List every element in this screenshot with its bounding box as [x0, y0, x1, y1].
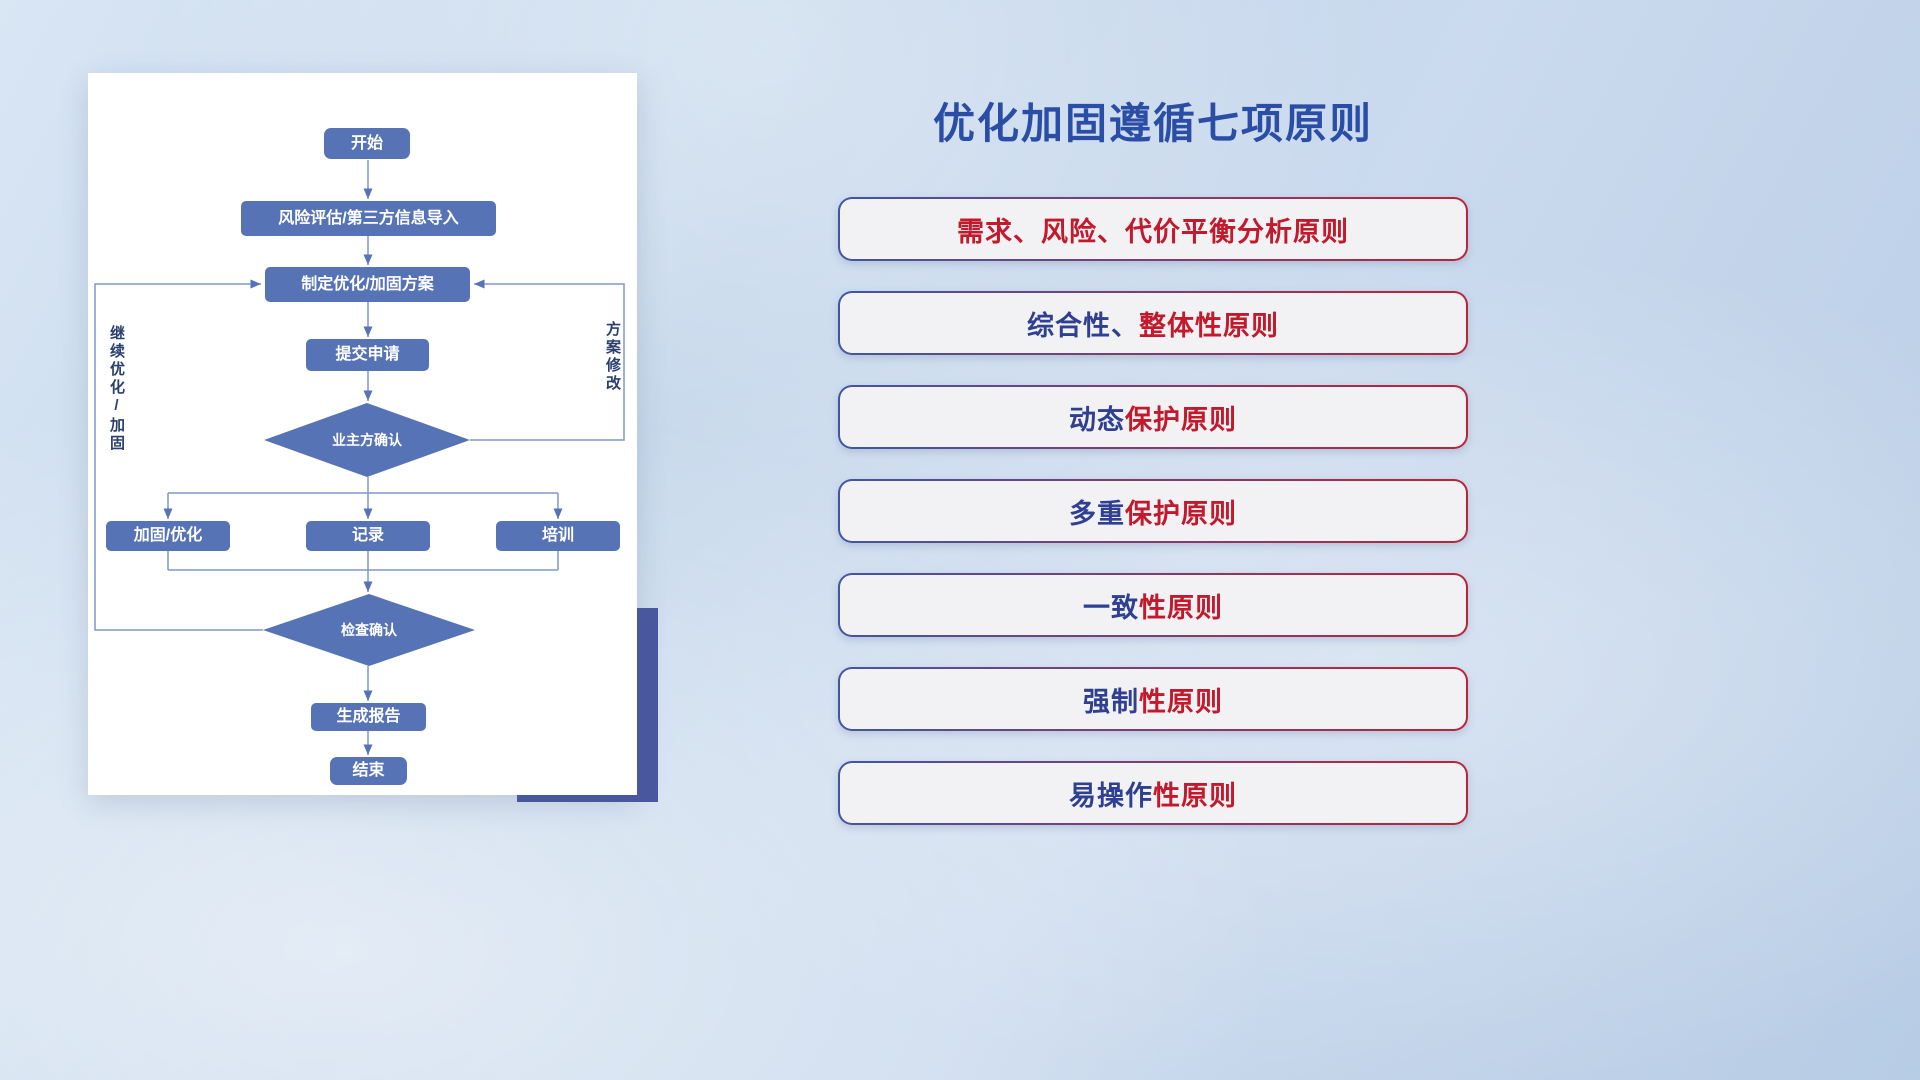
principle-box: 综合性、整体性原则: [838, 291, 1468, 355]
flow-node-submit: 提交申请: [306, 339, 429, 371]
principle-box: 需求、风险、代价平衡分析原则: [838, 197, 1468, 261]
principle-text-part: 整体性原则: [1139, 310, 1279, 341]
principle-label: 需求、风险、代价平衡分析原则: [840, 199, 1466, 259]
flow-node-risk-import: 风险评估/第三方信息导入: [241, 201, 496, 236]
principle-text-part: 多重: [1069, 498, 1125, 529]
principle-label: 多重保护原则: [840, 481, 1466, 541]
principle-text-part: 保护原则: [1125, 498, 1237, 529]
principle-label: 综合性、整体性原则: [840, 293, 1466, 353]
principles-list: 需求、风险、代价平衡分析原则综合性、整体性原则动态保护原则多重保护原则一致性原则…: [838, 197, 1468, 825]
principle-text-part: 性原则: [1153, 780, 1237, 811]
principle-label: 易操作性原则: [840, 763, 1466, 823]
principle-text-part: 一致: [1083, 592, 1139, 623]
flow-node-training: 培训: [496, 521, 620, 551]
principle-box: 易操作性原则: [838, 761, 1468, 825]
principle-text-part: 需求、风险、代价平衡分析原则: [957, 216, 1349, 247]
flow-node-report: 生成报告: [311, 703, 426, 731]
flow-loop-label-continue: 继续优化/加固: [108, 325, 125, 453]
principle-label: 动态保护原则: [840, 387, 1466, 447]
flowchart-card: 开始 风险评估/第三方信息导入 制定优化/加固方案 提交申请 业主方确认 加固/…: [88, 73, 637, 795]
flow-node-record: 记录: [306, 521, 430, 551]
principle-box: 多重保护原则: [838, 479, 1468, 543]
flow-node-reinforce: 加固/优化: [106, 521, 230, 551]
principle-text-part: 易操作: [1069, 780, 1153, 811]
flow-node-make-plan: 制定优化/加固方案: [265, 267, 470, 302]
principle-text-part: 动态: [1069, 404, 1125, 435]
flow-node-end: 结束: [330, 757, 407, 785]
principle-box: 一致性原则: [838, 573, 1468, 637]
principle-box: 强制性原则: [838, 667, 1468, 731]
flow-node-start: 开始: [324, 128, 410, 159]
principle-box: 动态保护原则: [838, 385, 1468, 449]
principle-label: 强制性原则: [840, 669, 1466, 729]
page-title: 优化加固遵循七项原则: [932, 100, 1373, 147]
principle-text-part: 综合性、: [1027, 310, 1139, 341]
principle-label: 一致性原则: [840, 575, 1466, 635]
principle-text-part: 性原则: [1139, 686, 1223, 717]
principle-text-part: 强制: [1083, 686, 1139, 717]
principle-text-part: 性原则: [1139, 592, 1223, 623]
principle-text-part: 保护原则: [1125, 404, 1237, 435]
flow-loop-label-revise: 方案修改: [604, 321, 621, 393]
flow-connectors: [94, 160, 625, 755]
